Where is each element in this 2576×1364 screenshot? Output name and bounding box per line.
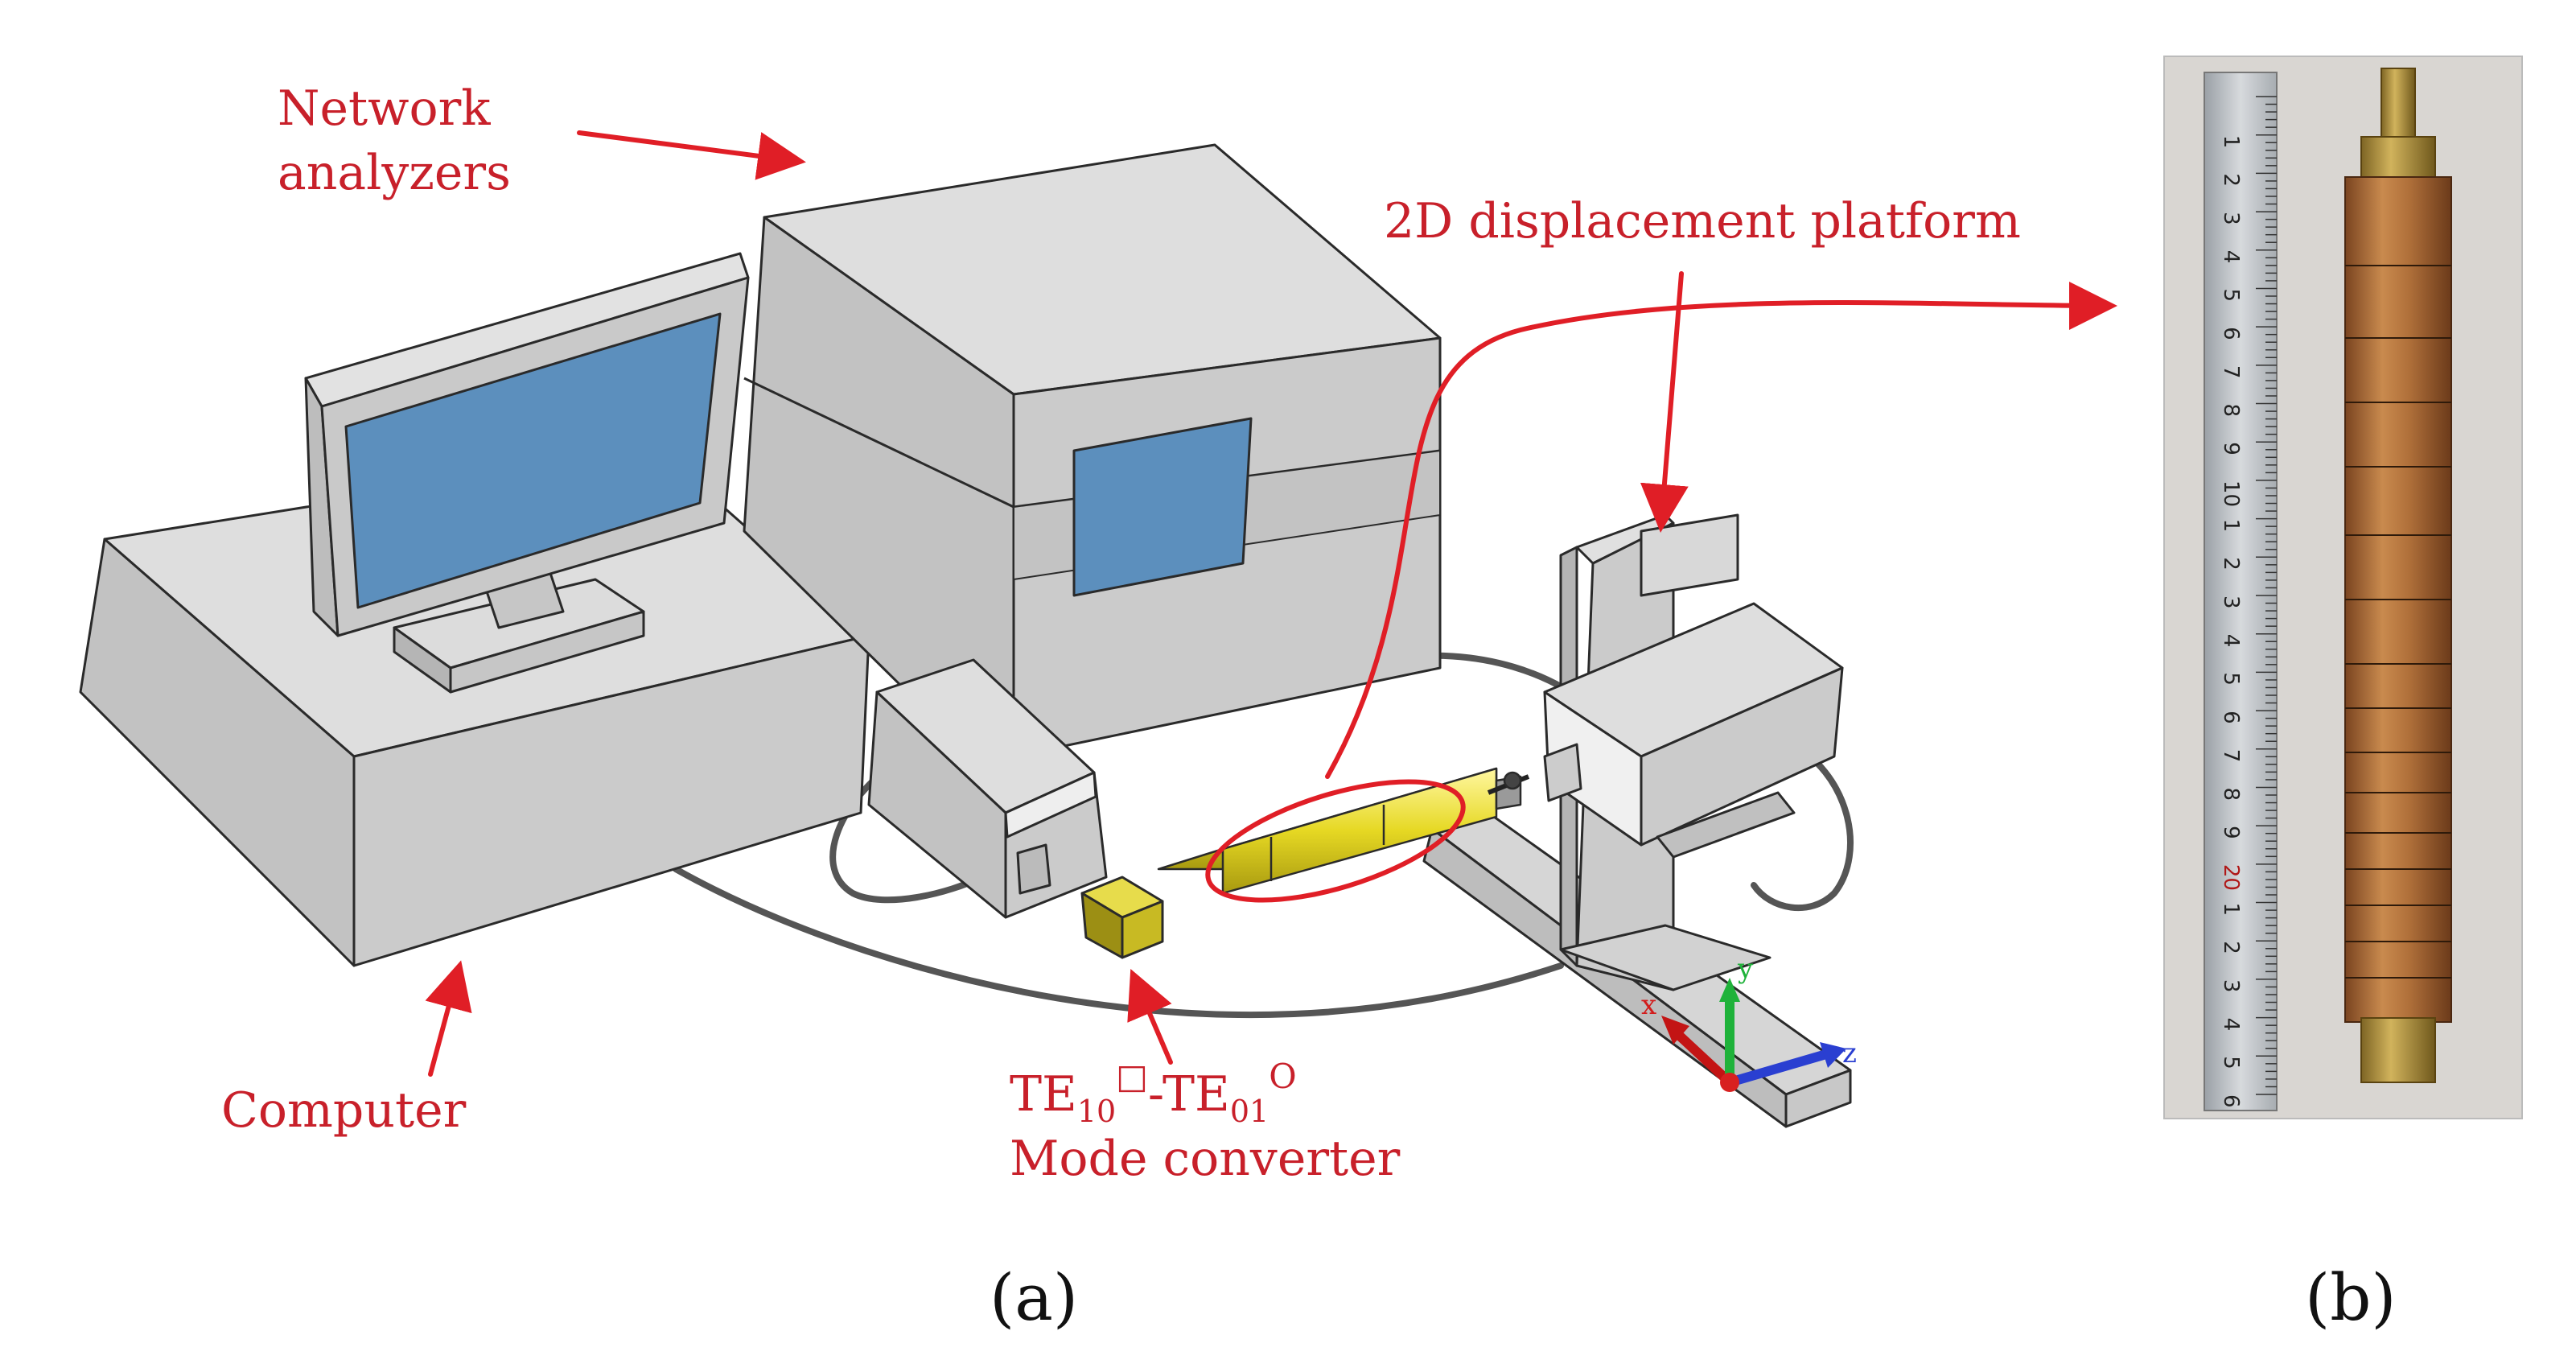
analyzer-screen (1072, 417, 1253, 597)
z-axis-label: z (1842, 1037, 1857, 1069)
ruler-number: 8 (2219, 787, 2243, 801)
ruler-number: 3 (2219, 212, 2243, 225)
mode-te: TE (1010, 1066, 1077, 1123)
right-mw-head (1543, 602, 1844, 859)
label-platform: 2D displacement platform (1384, 193, 2021, 249)
cable-bottom (673, 866, 1564, 1019)
ruler-number: 5 (2219, 1056, 2243, 1069)
monitor-screen (344, 312, 722, 609)
ruler-number: 3 (2219, 595, 2243, 609)
ruler-number: 2 (2219, 941, 2243, 954)
ruler-number: 5 (2219, 288, 2243, 302)
photo-panel: 1 2 3 4 5 6 7 8 9 10 1 2 3 4 5 6 7 8 9 20 1 2 3 4 5 6 (2163, 56, 2523, 1119)
ruler-number: 9 (2219, 826, 2243, 839)
mode-converter (1080, 876, 1164, 959)
ruler-number: 6 (2219, 711, 2243, 724)
ruler-number: 8 (2219, 404, 2243, 418)
ruler-number: 4 (2219, 634, 2243, 648)
rod-end (2360, 1017, 2436, 1083)
arrow-network-analyzer (577, 130, 806, 180)
ruler-number: 4 (2219, 250, 2243, 264)
ruler-number: 10 (2219, 480, 2243, 507)
cable-right-loop (1751, 737, 1854, 912)
arrow-to-photo (1325, 281, 2117, 779)
ruler-number: 7 (2219, 365, 2243, 379)
left-mw-head (867, 658, 1108, 919)
arrow-mode-converter (1127, 968, 1173, 1065)
ruler-number: 4 (2219, 1018, 2243, 1032)
ruler-number: 20 (2219, 864, 2243, 891)
rod-tip (2381, 68, 2416, 142)
x-axis-label: x (1641, 989, 1656, 1021)
annotation-arrows (425, 130, 2117, 1077)
arrow-computer (425, 960, 472, 1077)
mode-sym1: □ (1116, 1057, 1148, 1096)
steel-ruler (2204, 72, 2278, 1111)
labels: Network analyzers 2D displacement platfo… (221, 80, 2021, 1187)
ruler-number: 3 (2219, 979, 2243, 993)
ruler-number: 9 (2219, 442, 2243, 455)
z-axis-arrow (1725, 1049, 1831, 1087)
ruler-number: 5 (2219, 672, 2243, 686)
mode-sub2: 01 (1230, 1094, 1269, 1129)
computer-monitor (304, 252, 750, 694)
ruler-number: 7 (2219, 749, 2243, 763)
ruler-number: 2 (2219, 173, 2243, 187)
coordinate-axes: x y z (1641, 953, 1857, 1092)
label-mode-line1: TE10□-TE01O (1010, 1057, 1297, 1129)
axis-origin (1720, 1073, 1739, 1092)
ruler-number: 1 (2219, 519, 2243, 533)
probe-icon (1487, 771, 1530, 795)
ruler-number: 2 (2219, 557, 2243, 571)
label-mode-line2: Mode converter (1010, 1131, 1401, 1187)
mode-sym2: O (1269, 1057, 1296, 1096)
network-analyzer (743, 143, 1442, 798)
rod-collar (2360, 136, 2436, 182)
label-network-line1: Network (278, 80, 491, 137)
caption-b: (b) (2305, 1260, 2397, 1335)
label-computer: Computer (221, 1082, 467, 1139)
te01-waveguide (1157, 767, 1530, 895)
ruler-number: 6 (2219, 1094, 2243, 1108)
mode-dash: -TE (1148, 1066, 1230, 1123)
ruler-number: 1 (2219, 135, 2243, 149)
caption-a: (a) (990, 1260, 1078, 1335)
ruler-ticks: 1 2 3 4 5 6 7 8 9 10 1 2 3 4 5 6 7 8 9 20 1 2 3 4 5 6 (2219, 96, 2277, 1108)
ruler-number: 1 (2219, 903, 2243, 917)
x-axis-arrow (1669, 1025, 1734, 1087)
y-axis-label: y (1737, 953, 1754, 985)
label-network-line2: analyzers (278, 145, 511, 201)
mode-sub1: 10 (1077, 1094, 1116, 1129)
arrow-platform (1640, 271, 1689, 533)
rod-rings (2345, 265, 2451, 979)
ruler-number: 6 (2219, 327, 2243, 340)
highlight-ellipse (1205, 779, 1466, 903)
